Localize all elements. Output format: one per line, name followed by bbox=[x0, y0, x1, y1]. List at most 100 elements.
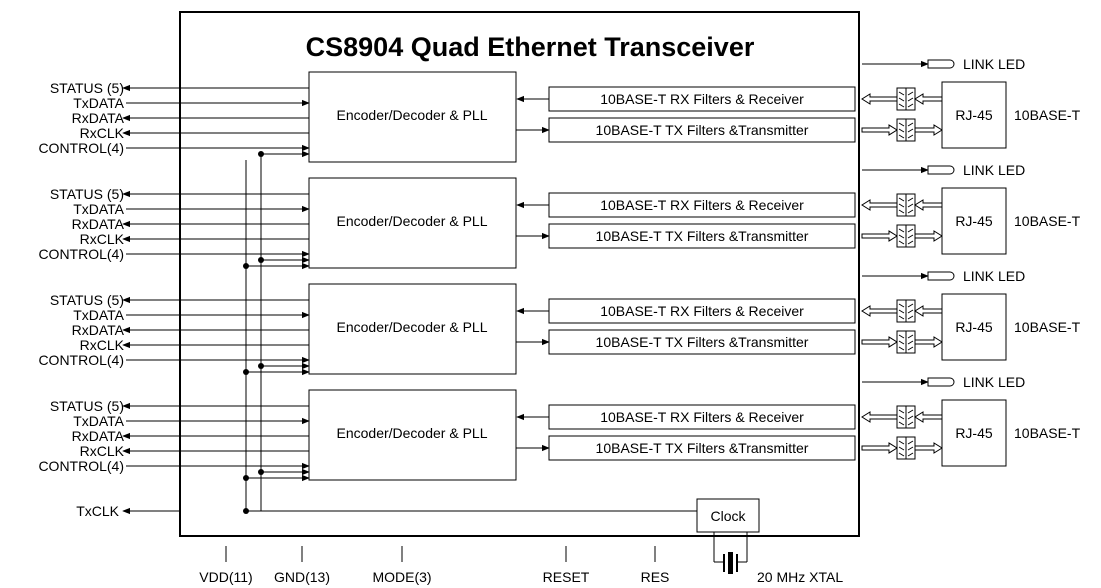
transformer-coil bbox=[898, 340, 905, 345]
transformer-coil bbox=[898, 309, 905, 314]
transformer-icon bbox=[896, 224, 916, 248]
transformer-coil bbox=[898, 440, 905, 445]
transformer-icon bbox=[896, 436, 916, 460]
signal-path-arrow bbox=[861, 199, 898, 211]
rx-block-label: 10BASE-T RX Filters & Receiver bbox=[600, 409, 804, 425]
signal-label: TxDATA bbox=[73, 95, 124, 111]
tx-block-label: 10BASE-T TX Filters &Transmitter bbox=[596, 228, 809, 244]
transformer-coil bbox=[907, 309, 914, 314]
transformer-coil bbox=[898, 97, 905, 102]
codec-block bbox=[308, 177, 517, 269]
transformer-coil bbox=[907, 228, 914, 233]
transformer-coil bbox=[898, 203, 905, 208]
signal-path-arrow bbox=[914, 411, 943, 423]
signal-label: CONTROL(4) bbox=[38, 140, 124, 156]
transformer-icon bbox=[896, 118, 916, 142]
rj45-label: RJ-45 bbox=[955, 319, 993, 335]
transformer-coil bbox=[907, 452, 914, 457]
transformer-icon bbox=[896, 87, 916, 111]
pin-label: RES bbox=[641, 569, 670, 585]
codec-block bbox=[308, 283, 517, 375]
signal-label: RxDATA bbox=[72, 110, 125, 126]
transformer-coil bbox=[907, 234, 914, 239]
port-label: 10BASE-T bbox=[1014, 213, 1081, 229]
signal-label: STATUS (5) bbox=[50, 186, 124, 202]
tx-block bbox=[548, 223, 856, 249]
transformer-coil bbox=[907, 446, 914, 451]
transformer-coil bbox=[898, 234, 905, 239]
transformer-coil bbox=[898, 240, 905, 245]
tx-block-label: 10BASE-T TX Filters &Transmitter bbox=[596, 334, 809, 350]
transformer-coil bbox=[907, 421, 914, 426]
signal-label: RxDATA bbox=[72, 216, 125, 232]
rj45-connector bbox=[941, 187, 1007, 255]
led-icon bbox=[927, 59, 955, 69]
signal-label: RxCLK bbox=[80, 231, 125, 247]
link-led-label: LINK LED bbox=[963, 56, 1025, 72]
rj45-label: RJ-45 bbox=[955, 425, 993, 441]
codec-block bbox=[308, 389, 517, 481]
clock-label: Clock bbox=[710, 508, 746, 524]
rj45-connector bbox=[941, 293, 1007, 361]
transformer-coil bbox=[907, 415, 914, 420]
transformer-coil bbox=[907, 134, 914, 139]
transformer-coil bbox=[898, 228, 905, 233]
codec-label: Encoder/Decoder & PLL bbox=[337, 425, 488, 441]
rj45-connector bbox=[941, 399, 1007, 467]
signal-label: STATUS (5) bbox=[50, 398, 124, 414]
signal-label: RxCLK bbox=[80, 443, 125, 459]
transformer-coil bbox=[898, 134, 905, 139]
link-led-label: LINK LED bbox=[963, 374, 1025, 390]
transformer-coil bbox=[907, 340, 914, 345]
transformer-coil bbox=[898, 421, 905, 426]
transformer-coil bbox=[898, 209, 905, 214]
tx-block bbox=[548, 117, 856, 143]
link-led-label: LINK LED bbox=[963, 162, 1025, 178]
crystal-symbol bbox=[713, 532, 748, 574]
transformer-coil bbox=[898, 409, 905, 414]
signal-path-arrow bbox=[914, 336, 943, 348]
port-label: 10BASE-T bbox=[1014, 319, 1081, 335]
transformer-coil bbox=[907, 315, 914, 320]
clock-block bbox=[696, 498, 760, 533]
transformer-icon bbox=[896, 193, 916, 217]
transformer-coil bbox=[898, 91, 905, 96]
transformer-coil bbox=[898, 446, 905, 451]
transformer-coil bbox=[898, 303, 905, 308]
rx-block-label: 10BASE-T RX Filters & Receiver bbox=[600, 303, 804, 319]
crystal-label: 20 MHz XTAL bbox=[757, 569, 843, 585]
transformer-coil bbox=[907, 197, 914, 202]
signal-label: RxDATA bbox=[72, 428, 125, 444]
transformer-icon bbox=[896, 405, 916, 429]
transformer-coil bbox=[907, 303, 914, 308]
pin-label: GND(13) bbox=[274, 569, 330, 585]
transformer-coil bbox=[898, 103, 905, 108]
transformer-coil bbox=[898, 128, 905, 133]
codec-block bbox=[308, 71, 517, 163]
rj45-connector bbox=[941, 81, 1007, 149]
pin-label: RESET bbox=[543, 569, 590, 585]
signal-label: TxDATA bbox=[73, 307, 124, 323]
signal-path-arrow bbox=[914, 124, 943, 136]
txclk-label: TxCLK bbox=[76, 503, 119, 519]
transformer-coil bbox=[907, 103, 914, 108]
rx-block bbox=[548, 86, 856, 112]
signal-label: CONTROL(4) bbox=[38, 352, 124, 368]
transformer-coil bbox=[907, 409, 914, 414]
led-icon bbox=[927, 377, 955, 387]
signal-label: CONTROL(4) bbox=[38, 458, 124, 474]
transformer-coil bbox=[907, 240, 914, 245]
signal-path-arrow bbox=[861, 93, 898, 105]
transformer-coil bbox=[898, 452, 905, 457]
signal-label: CONTROL(4) bbox=[38, 246, 124, 262]
led-icon bbox=[927, 165, 955, 175]
signal-path-arrow bbox=[914, 442, 943, 454]
transformer-coil bbox=[907, 122, 914, 127]
port-label: 10BASE-T bbox=[1014, 107, 1081, 123]
signal-label: STATUS (5) bbox=[50, 292, 124, 308]
transformer-coil bbox=[907, 91, 914, 96]
